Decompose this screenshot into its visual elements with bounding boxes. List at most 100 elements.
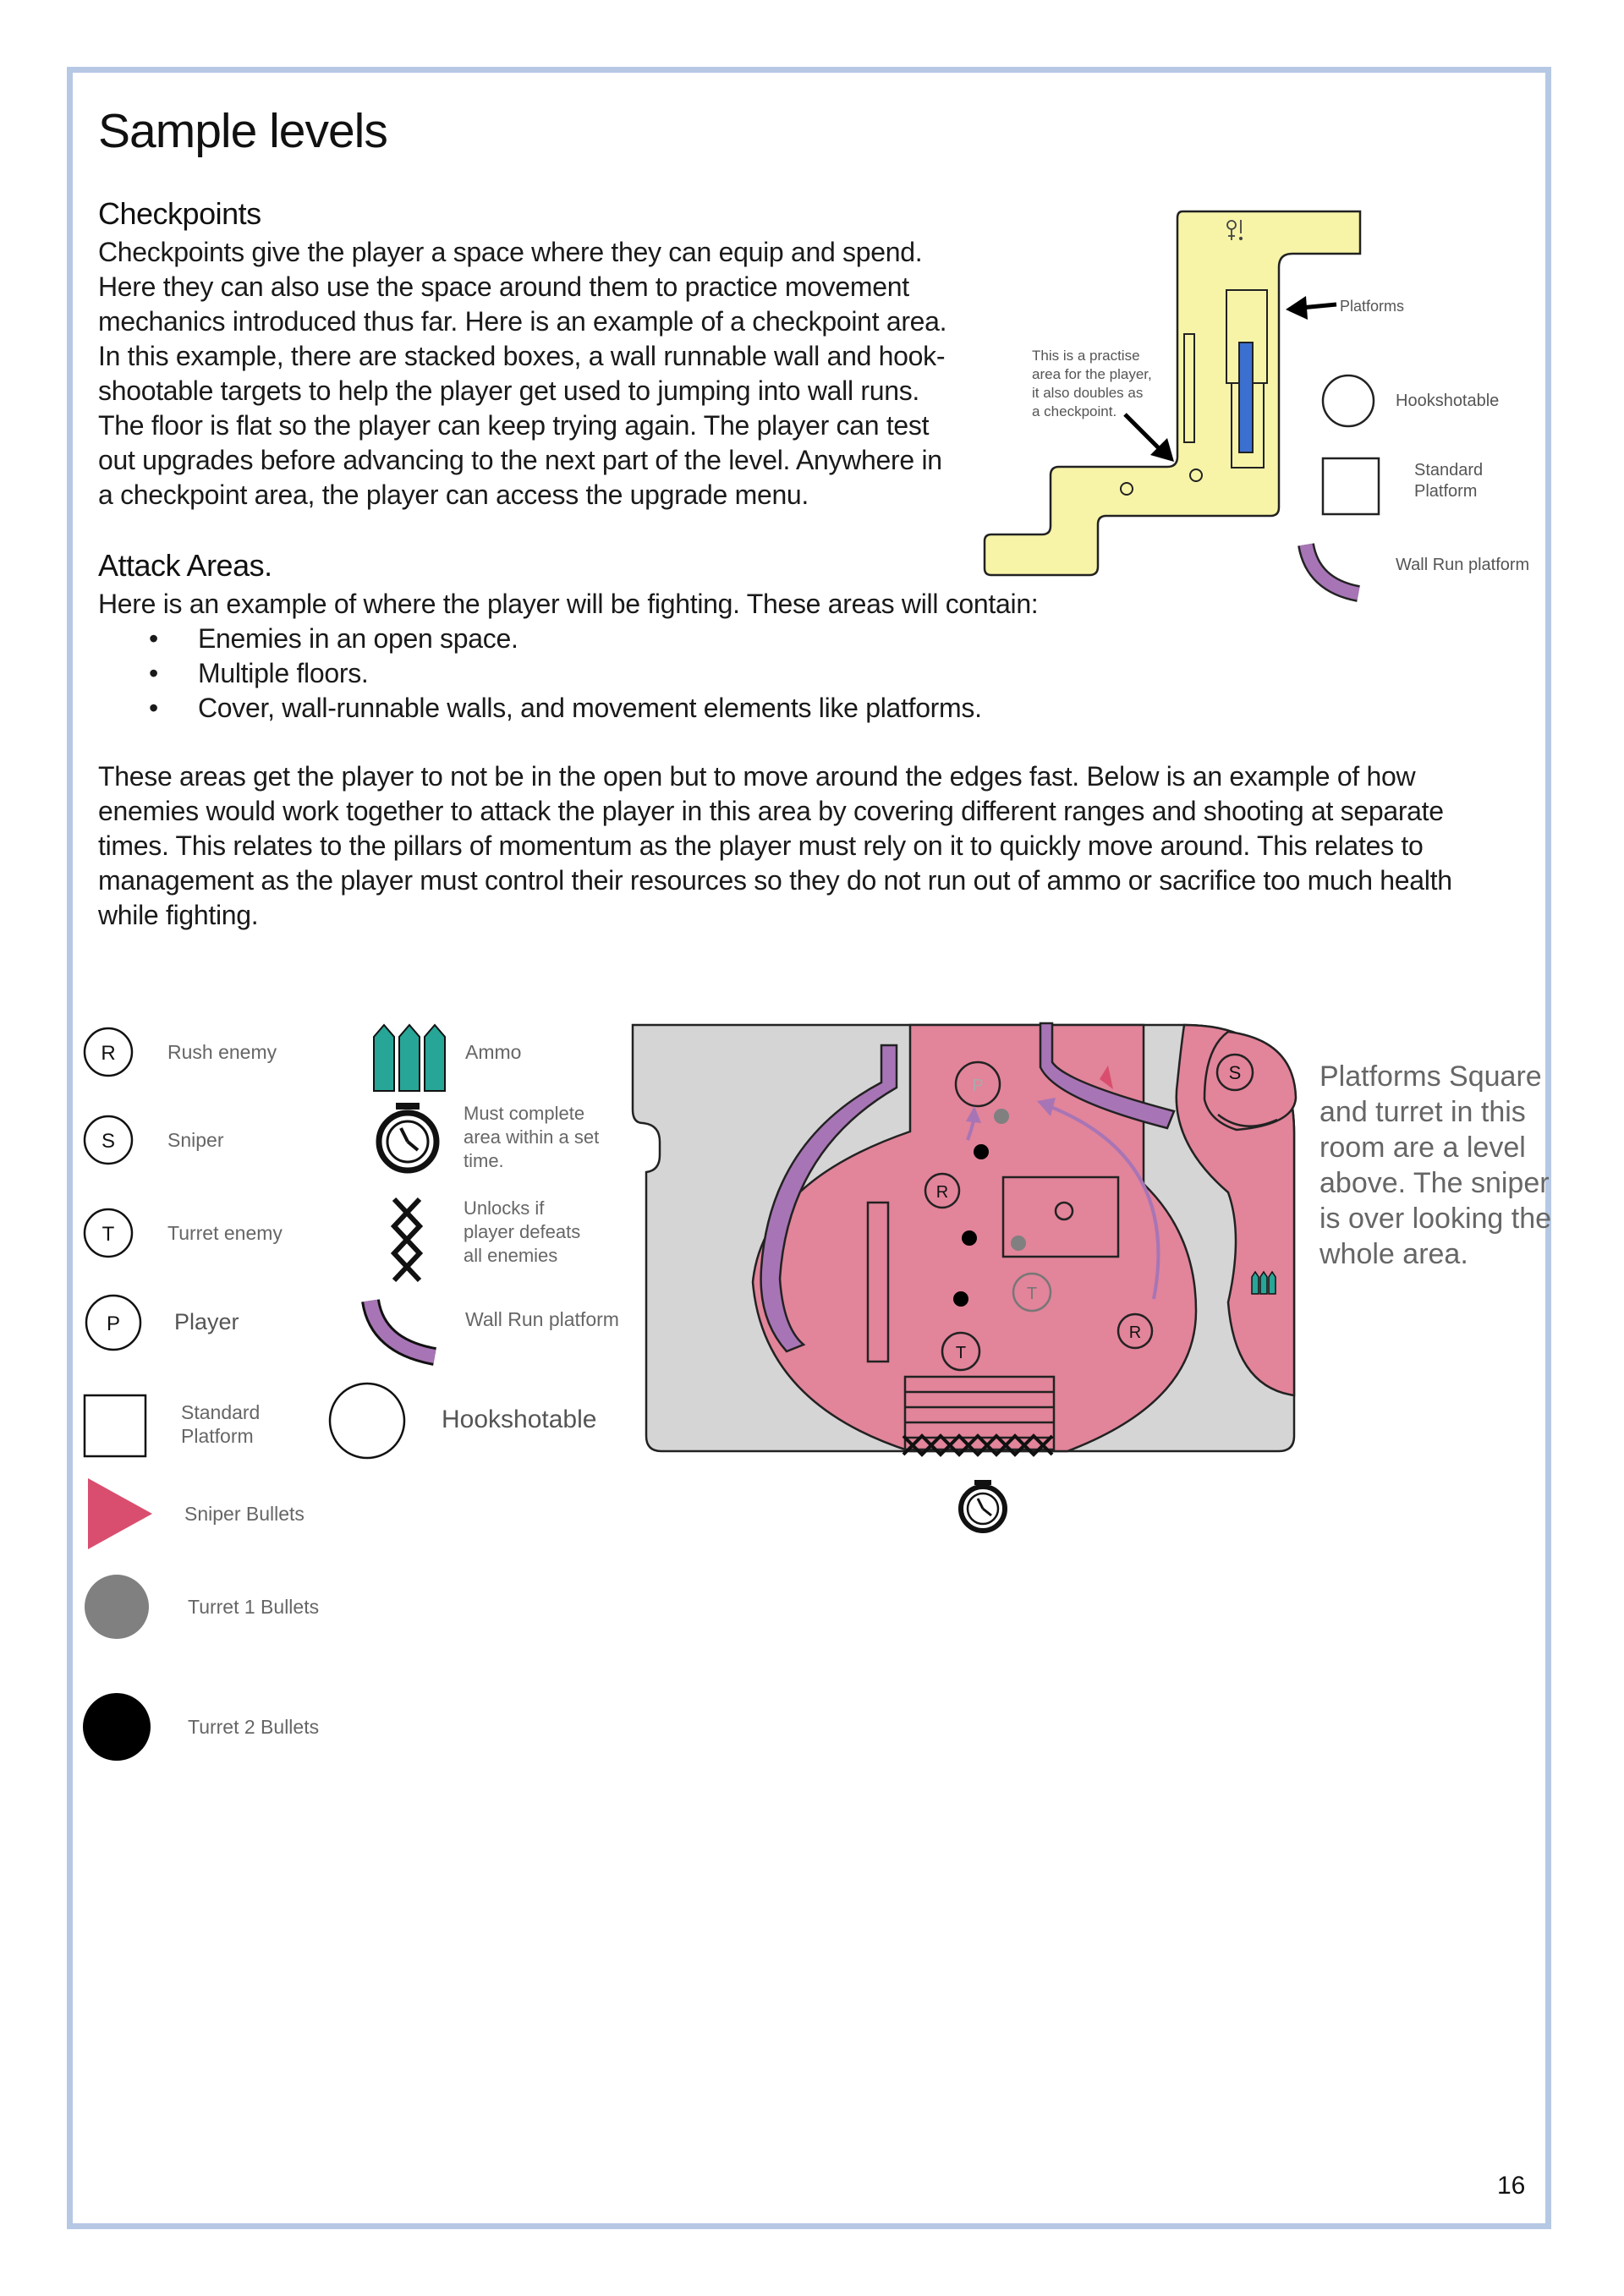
turret-label: T xyxy=(1027,1285,1037,1303)
sniper-rail xyxy=(1217,1114,1278,1127)
turret1-bullet-icon xyxy=(85,1575,149,1639)
player-icon xyxy=(85,1294,142,1351)
arrow-to-practise-area xyxy=(1123,413,1174,462)
svg-text:Hookshotable: Hookshotable xyxy=(442,1406,596,1433)
ammo-icon xyxy=(373,1023,446,1092)
attack-intro: Here is an example of where the player w… xyxy=(98,589,1039,619)
map-side-note: Platforms Square and turret in this room… xyxy=(1320,1060,1552,1270)
turret1-bullet xyxy=(1011,1236,1026,1251)
wall-run-left xyxy=(760,1044,898,1353)
svg-text:Must complete: Must complete xyxy=(464,1103,584,1124)
sniper-marker xyxy=(1215,1053,1254,1092)
text-line: These areas get the player to not be in … xyxy=(98,761,1416,792)
text-line: mechanics introduced thus far. Here is a… xyxy=(98,306,947,337)
svg-text:area within a set: area within a set xyxy=(464,1126,599,1148)
svg-text:it also doubles as: it also doubles as xyxy=(1032,385,1143,401)
checkpoint-diagram: Platforms This is a practise area for th… xyxy=(983,210,1529,602)
legend-sniper: S Sniper xyxy=(83,1115,224,1165)
text-line: a checkpoint area, the player can access… xyxy=(98,479,809,510)
svg-text:Turret 2 Bullets: Turret 2 Bullets xyxy=(188,1716,319,1738)
sniper-label: S xyxy=(1229,1062,1242,1083)
legend-turret-enemy: T Turret enemy xyxy=(83,1208,283,1258)
svg-text:Turret 1 Bullets: Turret 1 Bullets xyxy=(188,1596,319,1618)
sniper-icon xyxy=(83,1115,134,1165)
legend-wall-run-label: Wall Run platform xyxy=(1396,556,1529,574)
legend-hookshotable-icon xyxy=(1321,374,1375,428)
hookshot-target xyxy=(1120,482,1133,496)
standard-platform-icon xyxy=(83,1394,147,1458)
attack-area-map: S P R R T T xyxy=(631,1022,1298,1533)
text-line: Here they can also use the space around … xyxy=(98,271,909,302)
text-line: enemies would work together to attack th… xyxy=(98,796,1444,826)
page-number: 16 xyxy=(1497,2172,1526,2200)
rush-enemy-marker xyxy=(1116,1312,1154,1350)
stacked-box xyxy=(1183,333,1195,443)
hookshot-target xyxy=(1189,469,1203,482)
svg-text:T: T xyxy=(102,1223,115,1246)
legend-hookshotable-label: Hookshotable xyxy=(1396,392,1499,410)
player-label: P xyxy=(972,1077,983,1095)
checkpoints-heading: Checkpoints xyxy=(98,196,261,231)
legend-wall-run: Wall Run platform xyxy=(361,1298,619,1366)
turret-enemy-icon xyxy=(83,1208,134,1258)
text-line: shootable targets to help the player get… xyxy=(98,375,920,406)
turret2-bullet xyxy=(974,1144,989,1159)
svg-text:Platform: Platform xyxy=(181,1425,254,1447)
raised-platform xyxy=(1001,1175,1120,1258)
ammo-pickup-icon xyxy=(1251,1270,1276,1295)
turret-label: T xyxy=(956,1344,966,1362)
attack-bullet-list: Enemies in an open space. Multiple floor… xyxy=(98,622,982,726)
rush-enemy-marker xyxy=(924,1172,961,1209)
practise-note: This is a practise area for the player, … xyxy=(1032,348,1152,419)
wall-run-top xyxy=(1039,1022,1176,1130)
attack-legend: R Rush enemy S Sniper T Turret enemy P P… xyxy=(83,1023,619,1761)
svg-text:This is a practise: This is a practise xyxy=(1032,348,1140,364)
player-marker xyxy=(954,1060,1001,1108)
turret-marker xyxy=(1012,1272,1052,1312)
svg-text:P: P xyxy=(107,1312,120,1335)
player-marker-icon xyxy=(1226,220,1243,241)
svg-text:R: R xyxy=(101,1042,115,1065)
text-line: management as the player must control th… xyxy=(98,865,1452,896)
svg-text:Standard: Standard xyxy=(181,1401,260,1423)
rush-move-arrow xyxy=(1037,1098,1160,1300)
rush-enemy-label: R xyxy=(1129,1323,1141,1342)
cover-pillar xyxy=(866,1201,890,1363)
svg-text:all enemies: all enemies xyxy=(464,1245,557,1266)
svg-text:Sniper: Sniper xyxy=(167,1129,224,1151)
legend-timer: Must complete area within a set time. xyxy=(376,1103,599,1174)
legend-player: P Player xyxy=(85,1294,239,1351)
page-border xyxy=(67,67,1551,2229)
legend-standard-platform-label: Platform xyxy=(1414,482,1477,501)
text-line: In this example, there are stacked boxes… xyxy=(98,341,946,371)
sniper-bullet-icon xyxy=(1100,1066,1113,1089)
svg-text:Rush enemy: Rush enemy xyxy=(167,1041,277,1063)
svg-text:Wall Run platform: Wall Run platform xyxy=(465,1308,619,1330)
svg-text:Unlocks if: Unlocks if xyxy=(464,1197,545,1219)
legend-turret1-bullets: Turret 1 Bullets xyxy=(85,1575,319,1639)
legend-standard-platform-label: Standard xyxy=(1414,461,1483,479)
text-line: out upgrades before advancing to the nex… xyxy=(98,445,942,475)
svg-text:Ammo: Ammo xyxy=(465,1041,521,1063)
legend-rush-enemy: R Rush enemy xyxy=(83,1027,277,1077)
list-item: Multiple floors. xyxy=(98,656,982,691)
unlock-cross-icon xyxy=(902,1433,1054,1457)
turret2-bullet xyxy=(953,1291,968,1307)
svg-text:Sniper Bullets: Sniper Bullets xyxy=(184,1503,304,1525)
svg-text:Player: Player xyxy=(174,1309,239,1334)
hookshot-target xyxy=(1054,1201,1074,1221)
checkpoints-paragraph: Checkpoints give the player a space wher… xyxy=(98,235,1012,512)
legend-standard-platform-icon xyxy=(1321,457,1380,516)
legend-unlock: Unlocks if player defeats all enemies xyxy=(390,1197,580,1283)
legend-ammo: Ammo xyxy=(373,1023,521,1092)
svg-text:a checkpoint.: a checkpoint. xyxy=(1032,403,1116,419)
locked-gate xyxy=(903,1375,1056,1451)
turret2-bullet-icon xyxy=(83,1693,151,1761)
rush-enemy-label: R xyxy=(936,1183,948,1202)
turret-marker xyxy=(941,1331,981,1372)
rush-enemy-icon xyxy=(83,1027,134,1077)
legend-hookshotable: Hookshotable xyxy=(328,1382,596,1460)
page-title: Sample levels xyxy=(98,104,388,158)
text-line: Checkpoints give the player a space wher… xyxy=(98,237,923,267)
text-line: while fighting. xyxy=(98,900,259,930)
